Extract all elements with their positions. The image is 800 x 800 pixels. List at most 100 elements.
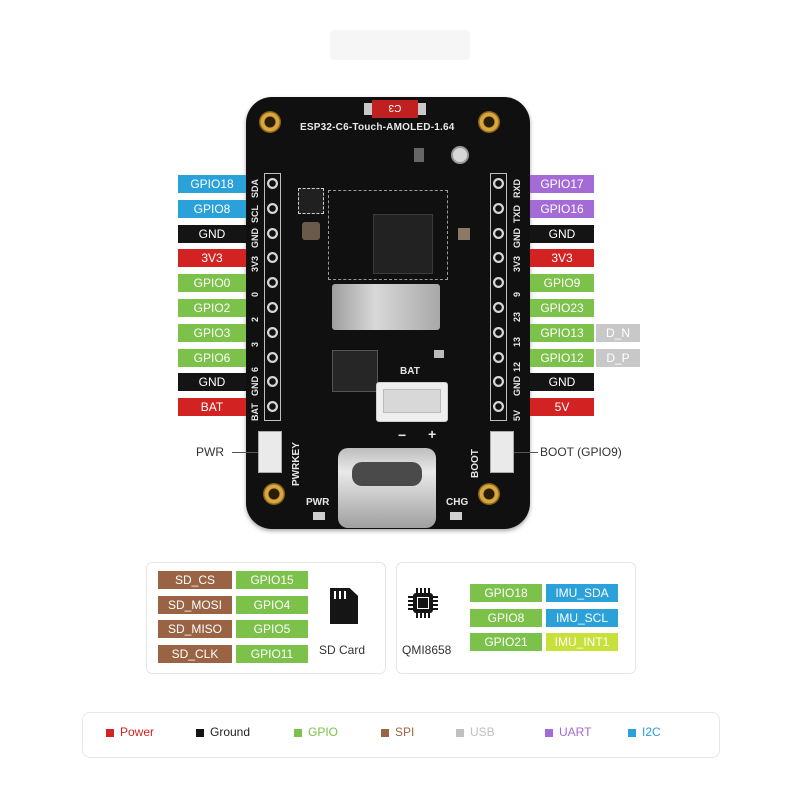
right-pin-tag: GND: [530, 373, 594, 392]
usb-c-port: [338, 448, 436, 528]
imu-gpio-tag: GPIO21: [470, 633, 542, 651]
boot-callout-line: [514, 452, 538, 453]
right-pin-tag: GPIO23: [530, 299, 594, 317]
left-pin-silk: GND: [250, 376, 260, 397]
right-header-pin: [493, 178, 504, 189]
legend-label: GPIO: [308, 725, 339, 739]
imu-chip-icon: [408, 588, 438, 618]
mounting-hole-top-left: [259, 111, 281, 133]
left-pin-tag: GND: [178, 373, 246, 392]
left-pin-tag: GPIO2: [178, 299, 246, 317]
right-pin-silk: 23: [512, 311, 522, 322]
right-pin-silk: TXD: [512, 204, 522, 223]
legend-panel: [82, 712, 720, 758]
silk-minus: −: [398, 427, 407, 443]
silk-plus: +: [428, 426, 437, 442]
right-pin-silk: 5V: [512, 410, 522, 422]
capacitor-c3: C3: [364, 100, 426, 118]
right-pin-tag: GND: [530, 224, 594, 243]
mounting-hole-bottom-right: [478, 483, 500, 505]
right-pin-tag: 5V: [530, 398, 594, 417]
power-ic: [332, 350, 378, 392]
right-pin-tag: GPIO9: [530, 274, 594, 293]
right-pin-silk: RXD: [512, 178, 522, 198]
usb-c-opening: [352, 462, 422, 486]
right-pin-silk: 13: [512, 336, 522, 347]
legend-swatch: [628, 729, 636, 737]
usb-pin-tag: D_N: [596, 323, 640, 342]
right-pin-silk: GND: [512, 227, 522, 248]
right-header-pin: [493, 376, 504, 388]
battery-connector: [376, 382, 448, 422]
imu-gpio-tag: GPIO18: [470, 584, 542, 602]
sd-signal-tag: SD_MISO: [158, 620, 232, 638]
left-pin-silk: 2: [250, 316, 260, 322]
board-title: ESP32-C6-Touch-AMOLED-1.64: [300, 122, 455, 133]
pwr-callout-line: [232, 452, 258, 453]
legend-label: I2C: [642, 725, 661, 739]
sd-signal-tag: SD_CS: [158, 571, 232, 589]
sd-card-slot: [332, 284, 440, 330]
left-header-pin: [267, 202, 278, 214]
left-pin-silk: BAT: [250, 403, 260, 422]
left-pin-tag: GPIO8: [178, 199, 246, 218]
silk-bat: BAT: [400, 366, 420, 377]
left-pin-tag: GPIO6: [178, 348, 246, 367]
right-pin-silk: 12: [512, 361, 522, 372]
imu-signal-tag: IMU_INT1: [546, 633, 618, 651]
right-pin-tag: GPIO16: [530, 199, 594, 218]
left-pin-tag: GND: [178, 224, 246, 243]
small-component: [414, 148, 424, 162]
right-header-pin: [493, 351, 504, 363]
legend-swatch: [196, 729, 204, 737]
silk-pwrkey: PWRKEY: [291, 442, 302, 486]
legend-label: UART: [559, 725, 592, 739]
legend-swatch: [456, 729, 464, 737]
left-pin-silk: SDA: [250, 178, 260, 198]
silk-chg: CHG: [446, 497, 469, 508]
usb-pin-tag: D_P: [596, 348, 640, 367]
left-header-pin: [267, 326, 278, 338]
imu-chip: [302, 222, 320, 240]
left-header-pin: [267, 376, 278, 388]
pwr-callout: PWR: [196, 445, 224, 459]
left-pin-silk: GND: [250, 227, 260, 248]
sd-gpio-tag: GPIO11: [236, 644, 308, 663]
sd-signal-tag: SD_CLK: [158, 644, 232, 663]
imu-gpio-tag: GPIO8: [470, 608, 542, 627]
right-header-outline: [490, 173, 507, 421]
sd-card-caption: SD Card: [319, 643, 366, 657]
legend-swatch: [545, 729, 553, 737]
right-header-pin: [493, 227, 504, 239]
silk-boot: BOOT: [470, 449, 481, 478]
legend-label: SPI: [395, 725, 415, 739]
right-header-pin: [493, 401, 504, 413]
left-pin-tag: 3V3: [178, 249, 246, 268]
imu-outline: [298, 188, 324, 214]
right-pin-silk: 9: [512, 292, 522, 298]
pwr-button[interactable]: [258, 431, 282, 473]
left-pin-silk: 3V3: [250, 256, 260, 273]
right-header-pin: [493, 252, 504, 264]
legend-label: USB: [470, 725, 495, 739]
right-pin-tag: GPIO12: [530, 348, 594, 367]
left-pin-silk: SCL: [250, 204, 260, 223]
boot-callout: BOOT (GPIO9): [540, 445, 622, 459]
mounting-hole-bottom-left: [263, 483, 285, 505]
sd-gpio-tag: GPIO15: [236, 571, 308, 589]
right-pin-tag: 3V3: [530, 249, 594, 268]
left-header-pin: [267, 178, 278, 189]
capacitor-label: C3: [388, 102, 402, 113]
left-pin-tag: GPIO3: [178, 323, 246, 342]
right-header-pin: [493, 326, 504, 338]
boot-button[interactable]: [490, 431, 514, 473]
imu-caption: QMI8658: [402, 643, 452, 657]
left-header-pin: [267, 401, 278, 413]
left-pin-silk: 3: [250, 341, 260, 347]
legend-swatch: [106, 729, 114, 737]
esp32-c6-chip: [373, 214, 433, 274]
imu-signal-tag: IMU_SDA: [546, 584, 618, 602]
module-outline: [328, 190, 448, 280]
left-header-pin: [267, 252, 278, 264]
